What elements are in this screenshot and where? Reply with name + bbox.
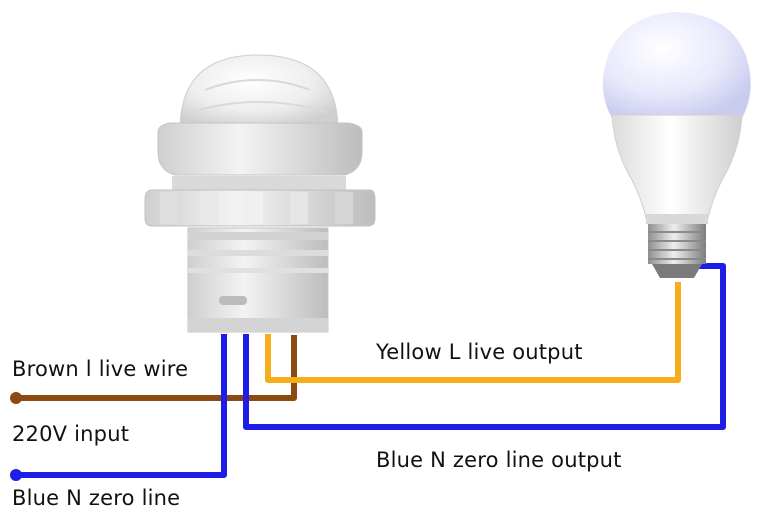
brown-live-wire	[10, 335, 297, 404]
blue-neutral-label: Blue N zero line	[12, 486, 181, 510]
yellow-live-output-wire	[265, 282, 681, 383]
blue-neutral-output-wire	[243, 263, 726, 430]
blue-output-label: Blue N zero line output	[376, 448, 622, 472]
yellow-output-label: Yellow L live output	[376, 340, 583, 364]
led-bulb-icon	[602, 12, 751, 278]
pir-motion-sensor-icon	[144, 54, 376, 333]
blue-neutral-input-wire	[10, 334, 227, 481]
input-voltage-label: 220V input	[12, 422, 130, 446]
brown-wire-label: Brown l live wire	[12, 357, 189, 381]
